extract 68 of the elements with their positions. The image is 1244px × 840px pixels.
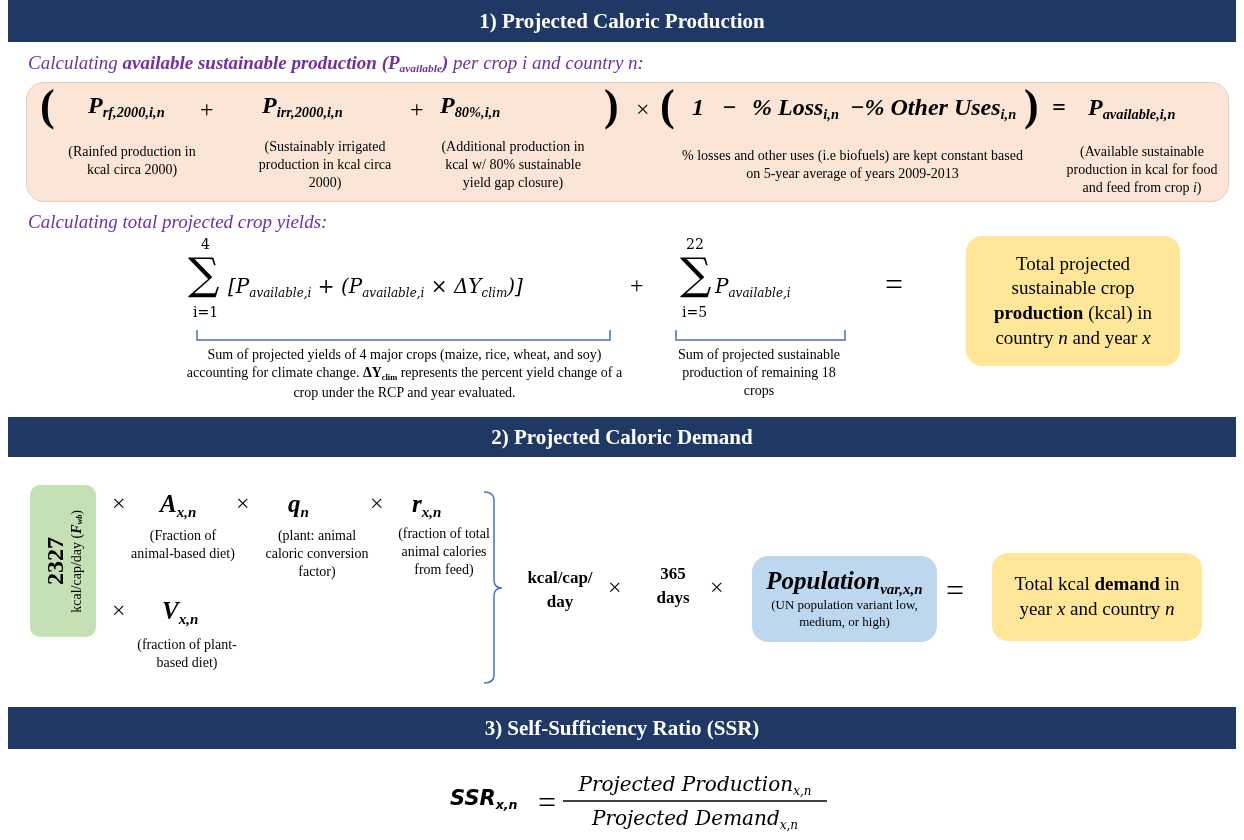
equals-sign: = <box>1052 94 1066 121</box>
formula-term: A$_{x,n}$ <box>160 490 197 521</box>
minus-sign: − <box>722 94 737 121</box>
parenthesis: ( <box>40 80 55 131</box>
multiplication-sign: × <box>370 490 384 517</box>
caption-text: (Additional production in kcal w/ 80% sustainable yield gap closure) <box>440 138 586 193</box>
note-text: Sum of projected sustainable production of remaining 18 crops <box>676 346 842 401</box>
multiplication-sign: × <box>608 574 622 601</box>
section-header-band <box>8 417 1236 457</box>
sum-limit: i=5 <box>682 304 708 320</box>
variable-caption: (UN population variant low, medium, or high) <box>770 597 919 632</box>
formula-term: P$_{80%,i,n}$ <box>440 92 501 122</box>
multiplication-sign: × <box>112 597 126 624</box>
subheading-text: Calculating total projected crop yields: <box>28 211 328 233</box>
result-text: Total kcal demand in year x and country n <box>1013 572 1181 621</box>
plus-sign: + <box>410 96 424 123</box>
formula-term: [P$_{available,i}$ + (P$_{available,i}$ × ΔY$_{clim}$)] <box>228 274 523 300</box>
value-number: 2327 <box>41 537 69 585</box>
multiplication-sign: × <box>236 490 250 517</box>
formula-term: r$_{x,n}$ <box>412 490 442 521</box>
multiplication-sign: × <box>636 96 650 123</box>
formula-term: P$_{available,i,n}$ <box>1088 94 1176 124</box>
plus-sign: + <box>630 272 644 299</box>
unit-text: kcal/cap/ day <box>526 567 594 613</box>
caption-text: % losses and other uses (i.e biofuels) are kept constant based on 5-year average of years 2009-2013 <box>681 147 1024 184</box>
plus-sign: + <box>200 96 214 123</box>
formula-term: P$_{available,i}$ <box>715 274 791 300</box>
formula-term: P$_{rf,2000,i,n}$ <box>88 92 165 122</box>
result-text: Total projected sustainable crop production (kcal) in country n and year x <box>993 251 1153 350</box>
formula-term: −% Other Uses$_{i,n}$ <box>850 94 1017 124</box>
formula-term: P$_{irr,2000,i,n}$ <box>262 92 343 122</box>
section-heading: 3) Self-Sufficiency Ratio (SSR) <box>484 715 760 741</box>
equals-sign: = <box>946 572 965 609</box>
numerator-text: Projected Production$_{x,n}$ <box>577 772 813 798</box>
caption-text: (fraction of total animal calories from feed) <box>397 525 491 580</box>
caption-text: (Sustainably irrigated production in kcal circa 2000) <box>257 138 393 193</box>
equals-sign: = <box>885 266 904 303</box>
multiplication-sign: × <box>112 490 126 517</box>
equals-sign: = <box>538 784 557 821</box>
section-header-band <box>8 0 1236 42</box>
formula-term: V$_{x,n}$ <box>162 597 199 628</box>
multiplication-sign: × <box>710 574 724 601</box>
parenthesis: ) <box>1024 80 1039 131</box>
formula-term: q$_{n}$ <box>288 490 309 521</box>
unit-text: 365 days <box>655 563 691 609</box>
parenthesis: ) <box>604 80 619 131</box>
sum-limit: i=1 <box>193 304 219 320</box>
section-heading: 1) Projected Caloric Production <box>479 8 765 34</box>
caption-text: (plant: animal caloric conversion factor) <box>264 527 370 582</box>
section-heading: 2) Projected Caloric Demand <box>491 424 753 450</box>
formula-term: SSR$_{x,n}$ <box>450 786 518 812</box>
caption-text: (fraction of plant-based diet) <box>136 636 238 673</box>
denominator-text: Projected Demand$_{x,n}$ <box>590 806 800 832</box>
variable-box <box>752 556 937 642</box>
result-box <box>992 553 1202 641</box>
caption-text: (Available sustainable production in kcal for food and feed from crop i) <box>1065 143 1219 198</box>
note-text: Sum of projected yields of 4 major crops (maize, rice, wheat, and soy) accounting for climate change. ΔY$_{clim}$ represents the percent yield change of a crop under the RCP and year evaluated. <box>185 346 624 402</box>
variable-term: Population$_{var,x,n}$ <box>766 566 923 598</box>
subheading-text: Calculating available sustainable production (P$_{available}$) per crop i and country n: <box>28 52 644 75</box>
caption-text: (Fraction of animal-based diet) <box>130 527 236 564</box>
result-box <box>966 236 1180 366</box>
parenthesis: ( <box>660 80 675 131</box>
formula-term: % Loss$_{i,n}$ <box>752 94 839 124</box>
formula-term: 1 <box>692 94 704 121</box>
value-box <box>30 485 96 637</box>
caption-text: (Rainfed production in kcal circa 2000) <box>67 143 197 180</box>
formula-panel <box>26 82 1229 202</box>
section-header-band <box>8 707 1236 749</box>
